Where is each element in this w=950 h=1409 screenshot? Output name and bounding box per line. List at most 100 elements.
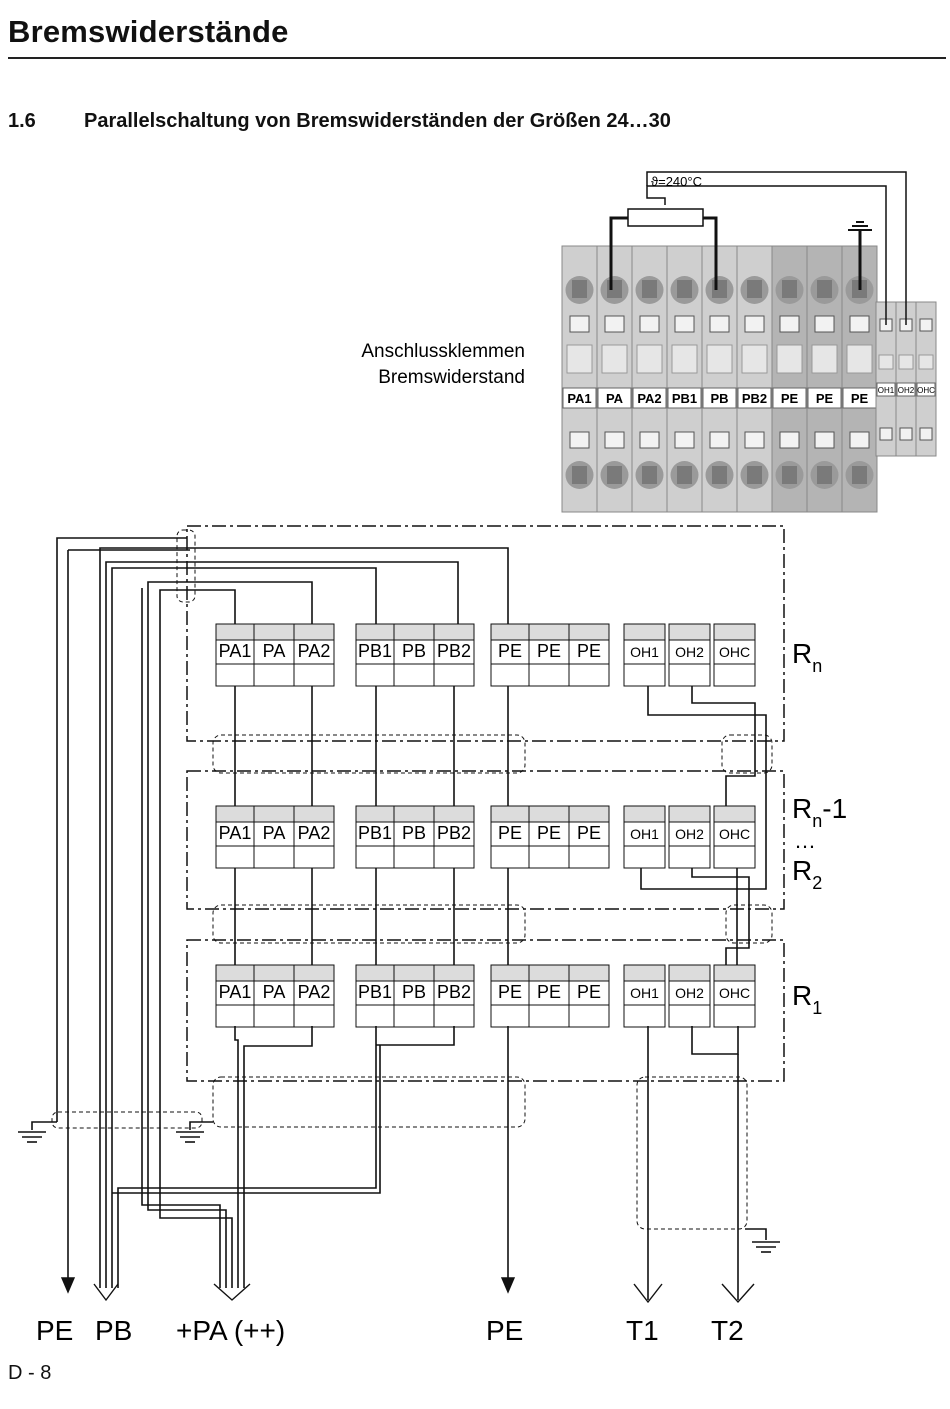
terminal-label: PB	[402, 823, 426, 843]
terminal-label: PE	[537, 641, 561, 661]
output-label-pe-mid: PE	[486, 1315, 523, 1346]
section-title: Parallelschaltung von Bremswiderständen …	[84, 110, 671, 132]
output-label-pb: PB	[95, 1315, 132, 1346]
terminal-label: OH1	[630, 826, 659, 842]
terminal-label: PE	[577, 641, 601, 661]
terminal-cell-top	[433, 964, 475, 982]
terminal-cell-top	[668, 623, 711, 641]
ground-icon	[176, 1131, 204, 1143]
terminal-cell-top	[253, 805, 295, 823]
photo-terminal-label: PA2	[637, 391, 661, 406]
terminal-label: PE	[577, 823, 601, 843]
temperature-label: ϑ=240°C	[651, 174, 702, 189]
terminal-cell-top	[293, 805, 335, 823]
terminal-cell-top	[355, 623, 395, 641]
output-label-pa: +PA (++)	[176, 1315, 285, 1346]
photo-terminal-label: PE	[816, 391, 834, 406]
output-label-pe-left: PE	[36, 1315, 73, 1346]
terminal-label: PB1	[358, 823, 392, 843]
terminal-cell-top	[490, 805, 530, 823]
terminal-label: PE	[577, 982, 601, 1002]
photo-caption-line2: Bremswiderstand	[378, 367, 525, 388]
terminal-label: PA1	[219, 823, 252, 843]
terminal-label: PA	[263, 982, 286, 1002]
photo-caption-line1: Anschlussklemmen	[361, 341, 525, 362]
terminal-cell-top	[355, 805, 395, 823]
resistor-box-rn1	[186, 770, 785, 910]
ground-icon	[848, 221, 872, 231]
terminal-label: OH1	[630, 985, 659, 1001]
terminal-cell-top	[623, 964, 666, 982]
terminal-label: PB	[402, 982, 426, 1002]
terminal-label: PA	[263, 823, 286, 843]
resistor-box-r1	[186, 939, 785, 1082]
terminal-cell-top	[490, 623, 530, 641]
resistor-symbol	[627, 208, 704, 227]
terminal-cell-top	[568, 805, 610, 823]
block-label-r1: R1	[792, 980, 822, 1018]
terminal-cell-top	[528, 805, 570, 823]
terminal-label: PA2	[298, 982, 331, 1002]
output-label-t1: T1	[626, 1315, 659, 1346]
terminal-cell-top	[568, 964, 610, 982]
terminal-cell-top	[355, 964, 395, 982]
terminal-label: PE	[498, 641, 522, 661]
photo-terminal-label: PB2	[742, 391, 767, 406]
terminal-cell-top	[393, 623, 435, 641]
terminal-label: OH1	[630, 644, 659, 660]
photo-terminal-label: PB1	[672, 391, 697, 406]
terminal-cell-top	[433, 805, 475, 823]
resistor-box-rn	[186, 525, 785, 742]
terminal-cell-top	[293, 964, 335, 982]
terminal-label: OH2	[675, 644, 704, 660]
terminal-label: PB1	[358, 641, 392, 661]
terminal-label: PA1	[219, 641, 252, 661]
photo-terminal-label: PA	[606, 391, 624, 406]
photo-terminal-label: PE	[781, 391, 799, 406]
terminal-label: PE	[498, 823, 522, 843]
terminal-cell-top	[215, 805, 255, 823]
ground-icon	[752, 1241, 780, 1253]
terminal-cell-top	[713, 805, 756, 823]
title-rule	[8, 57, 946, 59]
ground-icon	[18, 1131, 46, 1143]
terminal-cell-top	[623, 805, 666, 823]
terminal-label: PA2	[298, 823, 331, 843]
page-title: Bremswiderstände	[8, 14, 289, 49]
terminal-label: OH2	[675, 985, 704, 1001]
terminal-cell-top	[253, 623, 295, 641]
terminal-cell-top	[293, 623, 335, 641]
block-label-rn: Rn	[792, 638, 822, 676]
terminal-label: PE	[498, 982, 522, 1002]
terminal-cell-top	[490, 964, 530, 982]
photo-terminal-label: PE	[851, 391, 869, 406]
block-label-dots: …	[794, 828, 816, 853]
terminal-cell-top	[253, 964, 295, 982]
terminal-label: OHC	[719, 985, 750, 1001]
terminal-label: OHC	[719, 644, 750, 660]
terminal-label: PB1	[358, 982, 392, 1002]
terminal-label: OH2	[675, 826, 704, 842]
terminal-cell-top	[528, 623, 570, 641]
terminal-cell-top	[713, 623, 756, 641]
photo-terminal-label: PA1	[567, 391, 591, 406]
block-label-r2: R2	[792, 855, 822, 893]
terminal-label: PB2	[437, 641, 471, 661]
terminal-cell-top	[393, 805, 435, 823]
page-number: D - 8	[8, 1362, 52, 1384]
terminal-label: PB2	[437, 982, 471, 1002]
terminal-cell-top	[668, 805, 711, 823]
terminal-cell-top	[528, 964, 570, 982]
terminal-cell-top	[568, 623, 610, 641]
terminal-cell-top	[393, 964, 435, 982]
terminal-cell-top	[713, 964, 756, 982]
terminal-label: PA1	[219, 982, 252, 1002]
terminal-label: PE	[537, 823, 561, 843]
terminal-cell-top	[215, 623, 255, 641]
terminal-cell-top	[623, 623, 666, 641]
terminal-label: OHC	[719, 826, 750, 842]
terminal-label: PA	[263, 641, 286, 661]
terminal-label: PE	[537, 982, 561, 1002]
